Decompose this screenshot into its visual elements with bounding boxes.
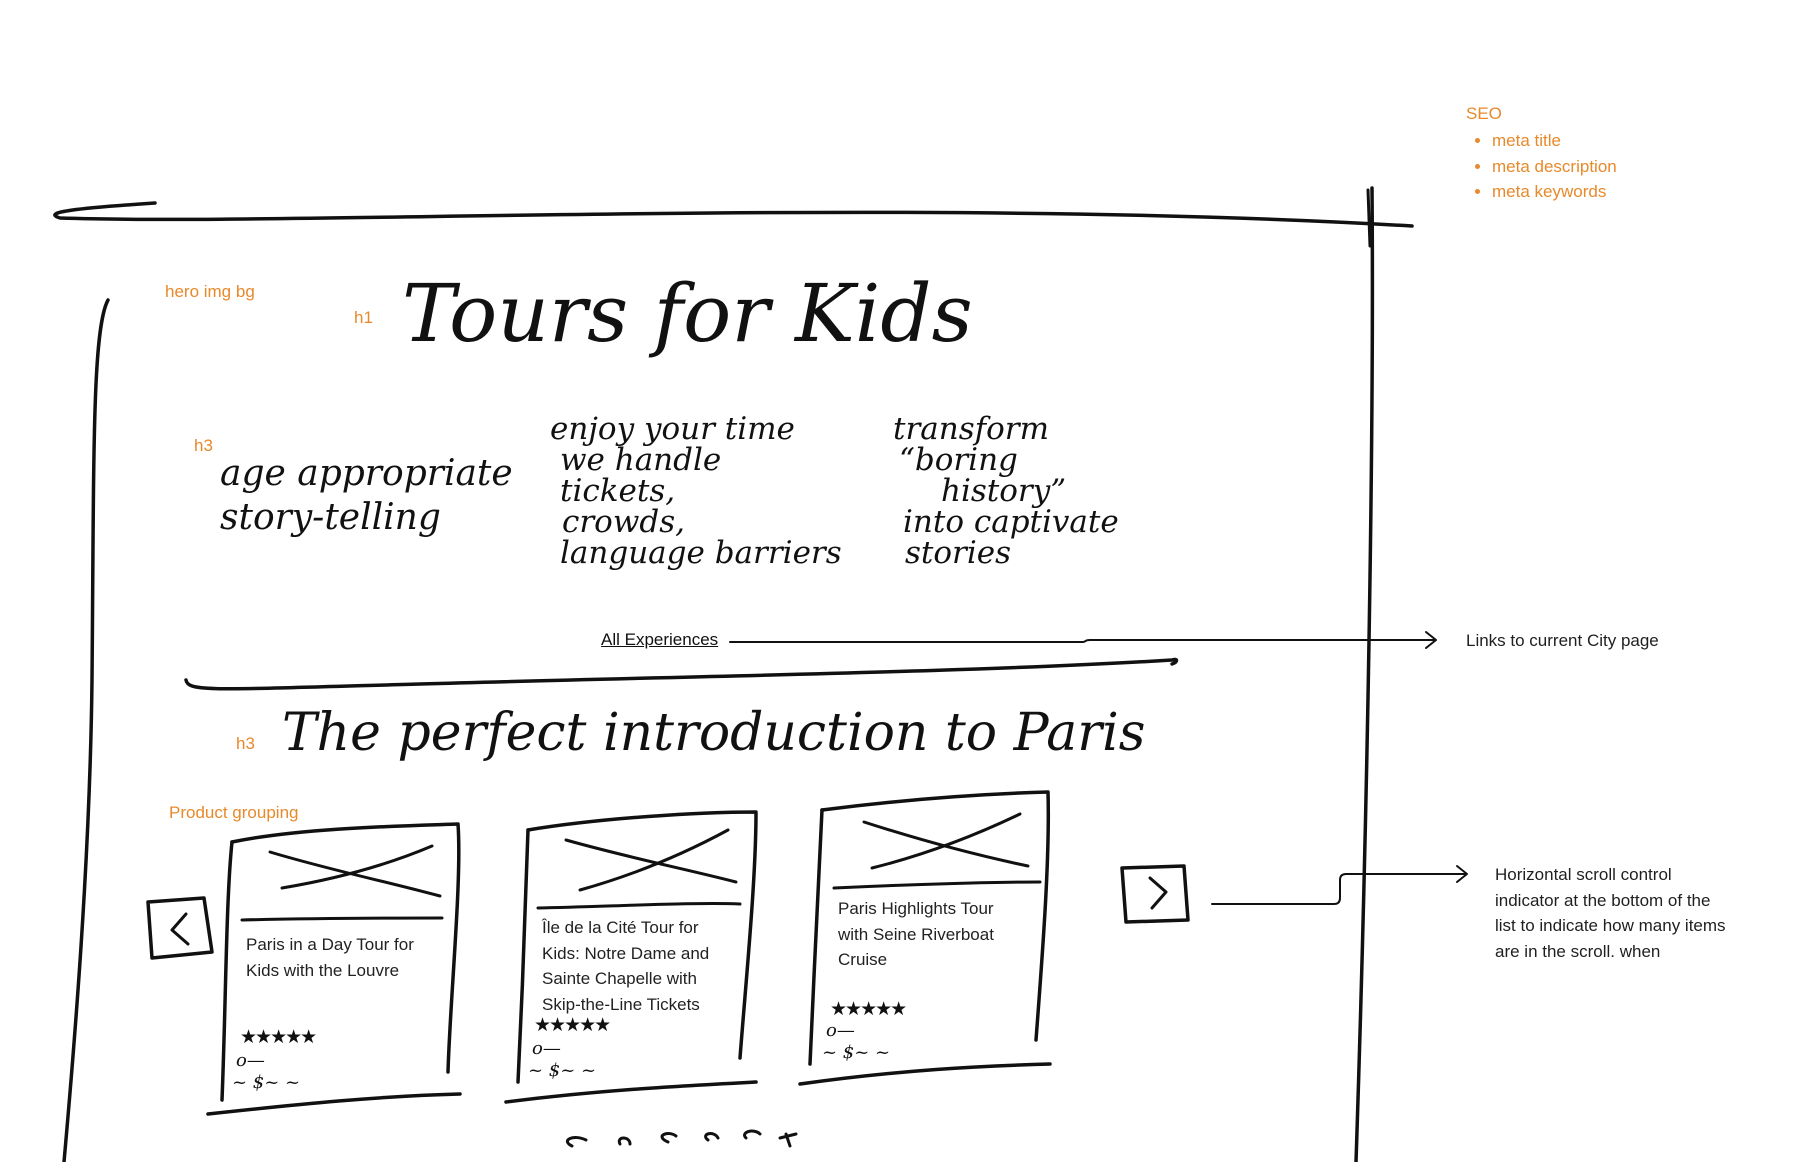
feature-3-line: stories bbox=[905, 535, 1012, 571]
seo-item: meta description bbox=[1492, 154, 1617, 180]
product-card-2-rating: ★★★★★ bbox=[534, 1014, 611, 1036]
card-3-image-x-a bbox=[862, 820, 1030, 868]
seo-annotation: SEO meta title meta description meta key… bbox=[1466, 104, 1617, 205]
product-card-2-price-sketch: ~ $~ ~ bbox=[528, 1060, 597, 1081]
product-grouping-annotation: Product grouping bbox=[169, 803, 299, 822]
feature-3-line: history” bbox=[941, 473, 1067, 509]
scroll-dot-5 bbox=[743, 1129, 762, 1140]
card-3-image-x-b bbox=[870, 812, 1022, 870]
card-2-image-x-a bbox=[564, 838, 738, 884]
scroll-dot-3 bbox=[660, 1132, 678, 1144]
feature-column-3: transform “boring history” into captivat… bbox=[893, 414, 1119, 569]
link-arrow-head bbox=[1425, 631, 1437, 649]
card-2-frame-left bbox=[516, 828, 530, 1084]
h3-intro-annotation: h3 bbox=[236, 734, 255, 753]
card-1-frame-bottom bbox=[206, 1092, 462, 1116]
card-1-frame-left bbox=[220, 840, 234, 1102]
seo-heading: SEO bbox=[1466, 104, 1502, 123]
product-card-1-title[interactable]: Paris in a Day Tour for Kids with the Lo… bbox=[246, 935, 414, 980]
next-control-box bbox=[1120, 864, 1190, 924]
link-arrow-line bbox=[729, 639, 1436, 643]
feature-column-1: age appropriate story-telling bbox=[220, 452, 513, 540]
card-3-frame-bottom bbox=[798, 1062, 1052, 1086]
scroll-arrow-head bbox=[1456, 865, 1468, 883]
seo-item: meta keywords bbox=[1492, 179, 1617, 205]
card-1-image-x-b bbox=[280, 844, 434, 890]
card-2-image-base bbox=[536, 901, 742, 910]
product-card-2-title[interactable]: Île de la Cité Tour for Kids: Notre Dame… bbox=[542, 918, 710, 1014]
feature-1-line: story-telling bbox=[220, 497, 441, 538]
feature-1-line: age appropriate bbox=[220, 453, 513, 494]
frame-right-stroke bbox=[1354, 186, 1375, 1162]
product-card-3-price-sketch: ~ $~ ~ bbox=[822, 1042, 891, 1063]
chevron-left-icon bbox=[170, 912, 190, 946]
chevron-right-icon bbox=[1148, 876, 1168, 910]
scroll-dot-6 bbox=[778, 1132, 798, 1148]
scroll-dot-4 bbox=[704, 1132, 720, 1142]
card-3-image-base bbox=[832, 880, 1042, 890]
scroll-control-annotation: Horizontal scroll control indicator at t… bbox=[1495, 865, 1726, 961]
product-card-3-reviews-sketch: o— bbox=[826, 1020, 855, 1041]
card-3-frame-left bbox=[808, 808, 824, 1066]
card-3-frame-top-right bbox=[820, 790, 1051, 1042]
hero-bg-annotation: hero img bg bbox=[165, 282, 255, 301]
card-2-frame-bottom bbox=[504, 1080, 758, 1104]
product-card-1-reviews-sketch: o— bbox=[236, 1050, 265, 1071]
product-card-1-price-sketch: ~ $~ ~ bbox=[232, 1072, 301, 1093]
card-1-image-base bbox=[240, 916, 444, 922]
h3-features-annotation: h3 bbox=[194, 436, 213, 455]
scroll-dot-1 bbox=[565, 1136, 588, 1148]
seo-item: meta title bbox=[1492, 128, 1617, 154]
card-2-frame-top-right bbox=[526, 810, 758, 1060]
scroll-dot-2 bbox=[617, 1136, 632, 1146]
h1-annotation: h1 bbox=[354, 308, 373, 327]
feature-3-line: transform bbox=[893, 411, 1049, 447]
scroll-arrow-line bbox=[1211, 873, 1467, 905]
seo-items: meta title meta description meta keyword… bbox=[1466, 128, 1617, 205]
frame-corner-stroke bbox=[1366, 188, 1372, 248]
card-1-image-x-a bbox=[268, 850, 442, 898]
feature-3-line: into captivate bbox=[903, 504, 1119, 540]
card-1-frame-top-right bbox=[230, 822, 461, 1074]
feature-2-line: crowds, bbox=[562, 504, 685, 540]
frame-top-stroke bbox=[53, 201, 1414, 228]
feature-2-line: we handle bbox=[560, 442, 722, 478]
feature-2-line: enjoy your time bbox=[550, 411, 795, 447]
product-card-3-title[interactable]: Paris Highlights Tour with Seine Riverbo… bbox=[838, 899, 994, 969]
prev-control-box bbox=[146, 896, 214, 960]
hero-divider-stroke bbox=[184, 657, 1179, 691]
product-card-1-rating: ★★★★★ bbox=[240, 1026, 317, 1048]
hero-title: Tours for Kids bbox=[402, 267, 973, 360]
carousel-prev-button[interactable] bbox=[150, 900, 210, 956]
feature-3-line: “boring bbox=[899, 442, 1018, 478]
intro-heading: The perfect introduction to Paris bbox=[282, 703, 1146, 763]
feature-column-2: enjoy your time we handle tickets, crowd… bbox=[550, 414, 842, 569]
carousel-next-button[interactable] bbox=[1124, 866, 1186, 922]
all-experiences-link[interactable]: All Experiences bbox=[601, 630, 719, 649]
link-annotation: Links to current City page bbox=[1466, 631, 1659, 650]
feature-2-line: tickets, bbox=[560, 473, 676, 509]
product-card-2-reviews-sketch: o— bbox=[532, 1038, 561, 1059]
feature-2-line: language barriers bbox=[560, 535, 842, 571]
card-2-image-x-b bbox=[578, 828, 730, 892]
frame-left-stroke bbox=[62, 298, 110, 1162]
product-card-3-rating: ★★★★★ bbox=[830, 998, 907, 1020]
